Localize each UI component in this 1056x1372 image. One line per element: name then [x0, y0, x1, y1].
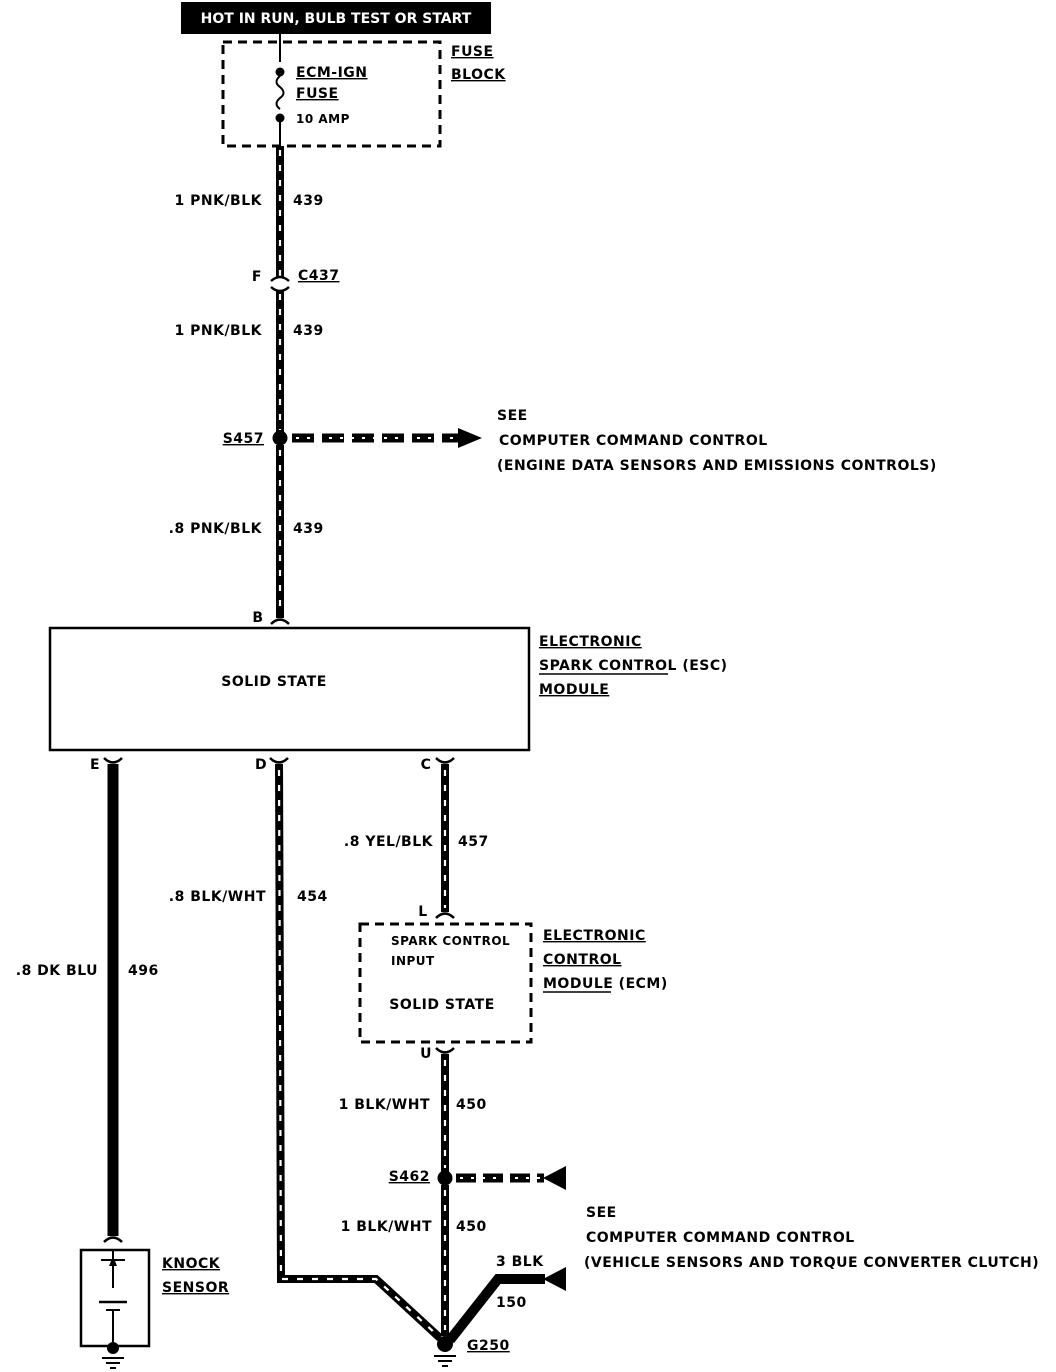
wire-439-upper-circuit: 439: [293, 193, 324, 209]
ground-g250-name: G250: [467, 1338, 510, 1354]
splice-s457-name: S457: [223, 431, 264, 447]
ecm-name-line1: ELECTRONIC: [543, 928, 646, 944]
connector-female-icon: [270, 275, 290, 282]
esc-pin-e-connector-icon: [103, 757, 123, 764]
power-header: HOT IN RUN, BULB TEST OR START: [181, 2, 491, 34]
power-header-text: HOT IN RUN, BULB TEST OR START: [201, 11, 472, 27]
fuse-element-icon: [275, 75, 285, 110]
wire-457-circuit: 457: [458, 834, 489, 850]
esc-pin-d-connector-icon: [269, 757, 289, 764]
esc-pin-d-label: D: [255, 757, 267, 773]
ecm-input-line2: INPUT: [391, 954, 435, 968]
fuse-block: ECM-IGN FUSE 10 AMP FUSE BLOCK: [221, 34, 506, 148]
fuse-name-line1: ECM-IGN: [296, 65, 368, 81]
splice-s457-dot: [272, 430, 288, 446]
ecm-module: SPARK CONTROL INPUT SOLID STATE ELECTRON…: [358, 922, 668, 1044]
s462-ref-line1: SEE: [586, 1205, 617, 1221]
wire-450-upper-color: 1 BLK/WHT: [339, 1097, 430, 1113]
connector-c437-name: C437: [298, 268, 340, 284]
fuse-block-name-line1: FUSE: [451, 44, 494, 60]
knock-sensor-connector-icon: [103, 1236, 123, 1243]
esc-module-name-line1: ELECTRONIC: [539, 634, 642, 650]
wire-457-color: .8 YEL/BLK: [344, 834, 434, 850]
esc-module-box: [48, 626, 531, 752]
fuse-name-line2: FUSE: [296, 86, 339, 102]
ecm-name-line2: CONTROL: [543, 952, 622, 968]
ecm-pin-l-label: L: [418, 904, 427, 920]
wire-439-lower-circuit: 439: [293, 521, 324, 537]
splice-s462-name: S462: [389, 1169, 430, 1185]
esc-pin-b-label: B: [252, 610, 263, 626]
fuse-terminal-top: [275, 67, 285, 77]
s457-ref-line2: COMPUTER COMMAND CONTROL: [499, 433, 768, 449]
fuse-terminal-bottom: [275, 113, 285, 123]
wire-150-color: 3 BLK: [496, 1254, 544, 1270]
fuse-block-outline: [221, 40, 442, 148]
esc-module-name-line3: MODULE: [539, 682, 609, 698]
esc-pin-c-connector-icon: [435, 757, 455, 764]
wire-454: [275, 763, 443, 1341]
s462-branch-wire: [456, 1166, 566, 1190]
wire-439-upper-color: 1 PNK/BLK: [175, 193, 263, 209]
ground-g250: [434, 1336, 456, 1367]
knock-sensor: [79, 1248, 151, 1369]
wire-150-circuit: 150: [496, 1295, 527, 1311]
ecm-pin-u-connector-icon: [435, 1047, 455, 1054]
esc-pin-e-label: E: [90, 757, 100, 773]
knock-sensor-name-line1: KNOCK: [162, 1256, 221, 1272]
ecm-pin-u-label: U: [420, 1046, 432, 1062]
power-header-bg: [181, 2, 491, 34]
s457-branch-wire: [292, 428, 482, 448]
wire-150-arrow-icon: [543, 1267, 566, 1291]
s462-ref-line3: (VEHICLE SENSORS AND TORQUE CONVERTER CL…: [584, 1255, 1039, 1271]
splice-s462-dot: [437, 1170, 453, 1186]
wire-454-color: .8 BLK/WHT: [169, 889, 266, 905]
knock-sensor-ground-dot: [107, 1342, 119, 1354]
s462-arrow-icon: [543, 1166, 566, 1190]
ecm-body-text: SOLID STATE: [389, 997, 495, 1013]
connector-c437-pin: F: [252, 269, 262, 285]
wire-150: [446, 1267, 566, 1344]
wire-450-upper-circuit: 450: [456, 1097, 487, 1113]
ecm-name-line3: MODULE (ECM): [543, 976, 668, 992]
fuse-block-name-line2: BLOCK: [451, 67, 506, 83]
s462-ref-line2: COMPUTER COMMAND CONTROL: [586, 1230, 855, 1246]
sensor-arrow-icon: [109, 1256, 117, 1266]
wire-454-circuit: 454: [297, 889, 328, 905]
fuse-rating: 10 AMP: [296, 112, 350, 126]
s457-ref-line3: (ENGINE DATA SENSORS AND EMISSIONS CONTR…: [497, 458, 937, 474]
wire-439-middle-color: 1 PNK/BLK: [175, 323, 263, 339]
connector-c437: [270, 275, 290, 293]
s457-arrow-icon: [458, 428, 482, 448]
esc-pin-b-connector-icon: [270, 618, 290, 625]
wire-439-middle-circuit: 439: [293, 323, 324, 339]
esc-pin-c-label: C: [421, 757, 432, 773]
wire-450-lower-circuit: 450: [456, 1219, 487, 1235]
ecm-outline: [358, 922, 533, 1044]
esc-module-body-text: SOLID STATE: [221, 674, 327, 690]
wire-496-color: .8 DK BLU: [16, 963, 98, 979]
s457-ref-line1: SEE: [497, 408, 528, 424]
wire-450-lower-color: 1 BLK/WHT: [341, 1219, 432, 1235]
ecm-input-line1: SPARK CONTROL: [391, 934, 510, 948]
esc-module-name-line2: SPARK CONTROL (ESC): [539, 658, 728, 674]
wire-496-circuit: 496: [128, 963, 159, 979]
wire-439-lower-color: .8 PNK/BLK: [169, 521, 263, 537]
esc-module: SOLID STATE ELECTRONIC SPARK CONTROL (ES…: [48, 626, 728, 752]
ground-g250-dot: [437, 1336, 453, 1352]
ecm-pin-l-connector-icon: [435, 912, 455, 919]
knock-sensor-name-line2: SENSOR: [162, 1280, 229, 1296]
